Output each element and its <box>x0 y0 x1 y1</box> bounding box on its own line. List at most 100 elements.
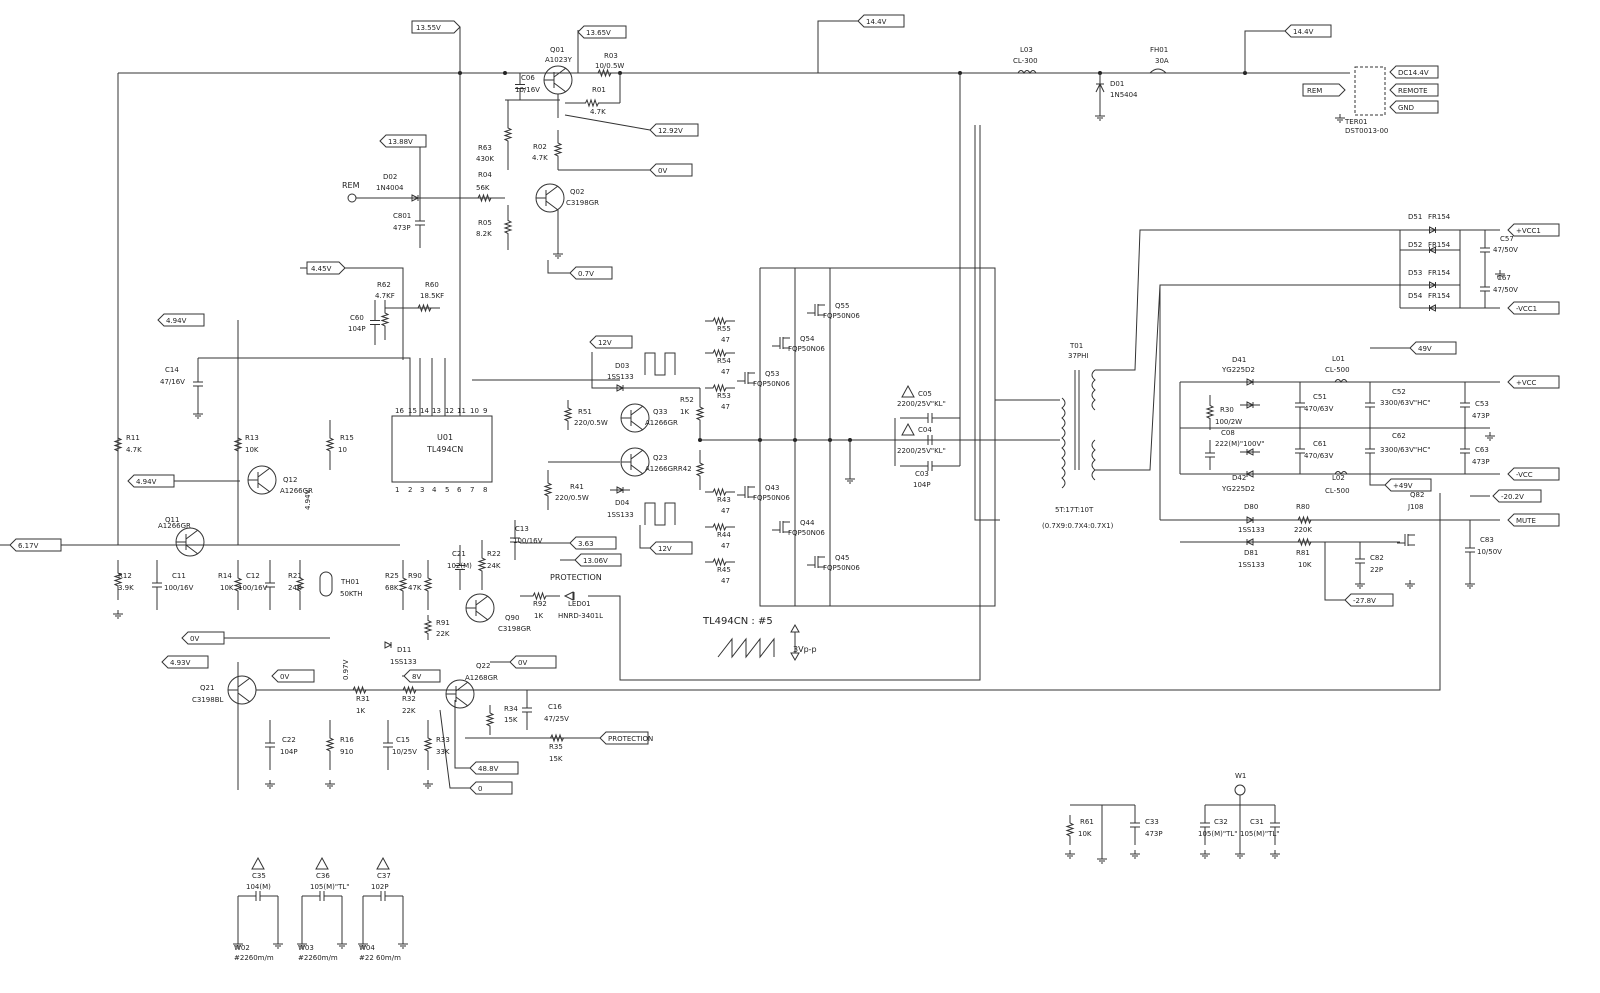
tl494-pin-bottom: 8 <box>483 486 487 494</box>
ref-r32: R32 <box>402 695 416 703</box>
capacitor <box>1205 440 1215 470</box>
warning-icon <box>901 384 915 398</box>
flag-4.94v-b-flag <box>127 474 175 488</box>
wire <box>1244 30 1285 73</box>
ref-r14: R14 <box>218 572 232 580</box>
transistor-leads <box>228 677 251 703</box>
ref-r44: R44 <box>717 531 731 539</box>
value-q82: J108 <box>1407 503 1423 511</box>
sawtooth-waveform <box>717 637 775 659</box>
ref-r22: R22 <box>487 550 501 558</box>
flag-12v-a: 12V <box>598 339 612 347</box>
flag-12.92v: 12.92V <box>658 127 683 135</box>
ic-u01-tl494 <box>391 415 493 483</box>
ref-c37: C37 <box>377 872 391 880</box>
value-r63: 430K <box>476 155 494 163</box>
flag-14.4v-a: 14.4V <box>866 18 887 26</box>
flag-13.65v: 13.65V <box>586 29 611 37</box>
tl494-pin-top: 15 <box>408 407 417 415</box>
capacitor <box>510 520 520 560</box>
value-c14: 47/16V <box>160 378 185 386</box>
ref-r43: R43 <box>717 496 731 504</box>
value-r52: 1K <box>680 408 689 416</box>
ref-q44: Q44 <box>800 519 815 527</box>
value-q22: A1268GR <box>465 674 498 682</box>
resistor <box>705 383 735 393</box>
value-q54: FQP50N06 <box>788 345 825 353</box>
ground-icon <box>325 780 335 789</box>
diode <box>1240 378 1260 386</box>
capacitor <box>1365 382 1375 428</box>
ref-c15: C15 <box>396 736 410 744</box>
connector-dc14.4v-flag <box>1389 65 1439 79</box>
tl494-pin-top: 12 <box>445 407 454 415</box>
t01-ref: T01 <box>1069 342 1083 350</box>
flag-13.06v: 13.06V <box>583 557 608 565</box>
ref-w02: W02 <box>234 944 250 952</box>
ref-r04: R04 <box>478 171 492 179</box>
capacitor <box>265 720 275 770</box>
mosfet <box>772 337 790 349</box>
resistor <box>553 130 563 170</box>
flag-0v-c-flag <box>271 669 315 683</box>
value-l02: CL-500 <box>1325 487 1350 495</box>
ref-r91: R91 <box>436 619 450 627</box>
flag-0.7v: 0.7V <box>578 270 594 278</box>
flag-mute-flag <box>1507 513 1560 527</box>
ref-c04: C04 <box>918 426 932 434</box>
ref-r45: R45 <box>717 566 731 574</box>
value-r60: 18.5KF <box>420 292 444 300</box>
ref-r13: R13 <box>245 434 259 442</box>
capacitor <box>900 435 960 445</box>
flag-mute: MUTE <box>1516 517 1536 525</box>
ground-icon <box>1495 270 1505 279</box>
ref-c60: C60 <box>350 314 364 322</box>
diode <box>384 641 393 649</box>
value-r44: 47 <box>721 542 730 550</box>
capacitor <box>1365 428 1375 474</box>
flag-3.63-flag <box>569 536 617 550</box>
ref-r30: R30 <box>1220 406 1234 414</box>
resistor <box>543 470 553 510</box>
resistor <box>503 100 513 170</box>
flag-14.4v-a-flag <box>857 14 905 28</box>
value-d11: 1SS133 <box>390 658 417 666</box>
resistor <box>423 615 433 640</box>
flag-minus-vcc1-flag <box>1507 301 1560 315</box>
tl494-pin-top: 16 <box>395 407 404 415</box>
ref-c12: C12 <box>246 572 260 580</box>
flag-plus-vcc1: +VCC1 <box>1516 227 1541 235</box>
value-w03: #2260m/m <box>298 954 338 962</box>
capacitor <box>1355 542 1365 580</box>
value-fh01: 30A <box>1155 57 1169 65</box>
ground-icon <box>423 780 433 789</box>
ground-icon <box>1200 850 1210 859</box>
value-c53: 473P <box>1472 412 1490 420</box>
value-r13: 10K <box>245 446 259 454</box>
ground-icon <box>845 475 855 484</box>
transistor-leads <box>248 467 271 493</box>
value-c35: 104(M) <box>246 883 271 891</box>
value-r02: 4.7K <box>532 154 548 162</box>
resistor <box>1290 515 1320 525</box>
value-d02: 1N4004 <box>376 184 404 192</box>
resistor <box>1065 815 1075 845</box>
value-q90: C3198GR <box>498 625 531 633</box>
ground-icon <box>1355 580 1365 589</box>
value-q02: C3198GR <box>566 199 599 207</box>
value-r51: 220/0.5W <box>574 419 608 427</box>
value-c12: 100/16V <box>238 584 268 592</box>
wire <box>760 267 996 440</box>
capacitor <box>515 73 525 100</box>
diode <box>1425 226 1440 234</box>
value-r33: 33K <box>436 748 450 756</box>
ref-c801: C801 <box>393 212 411 220</box>
transistor-leads <box>466 595 489 621</box>
capacitor <box>383 720 393 770</box>
capacitor <box>900 413 960 423</box>
mosfet <box>807 304 825 316</box>
resistor <box>540 733 575 743</box>
ref-c51: C51 <box>1313 393 1327 401</box>
value-q23: A1266GRR42 <box>645 465 692 473</box>
ref-q45: Q45 <box>835 554 849 562</box>
